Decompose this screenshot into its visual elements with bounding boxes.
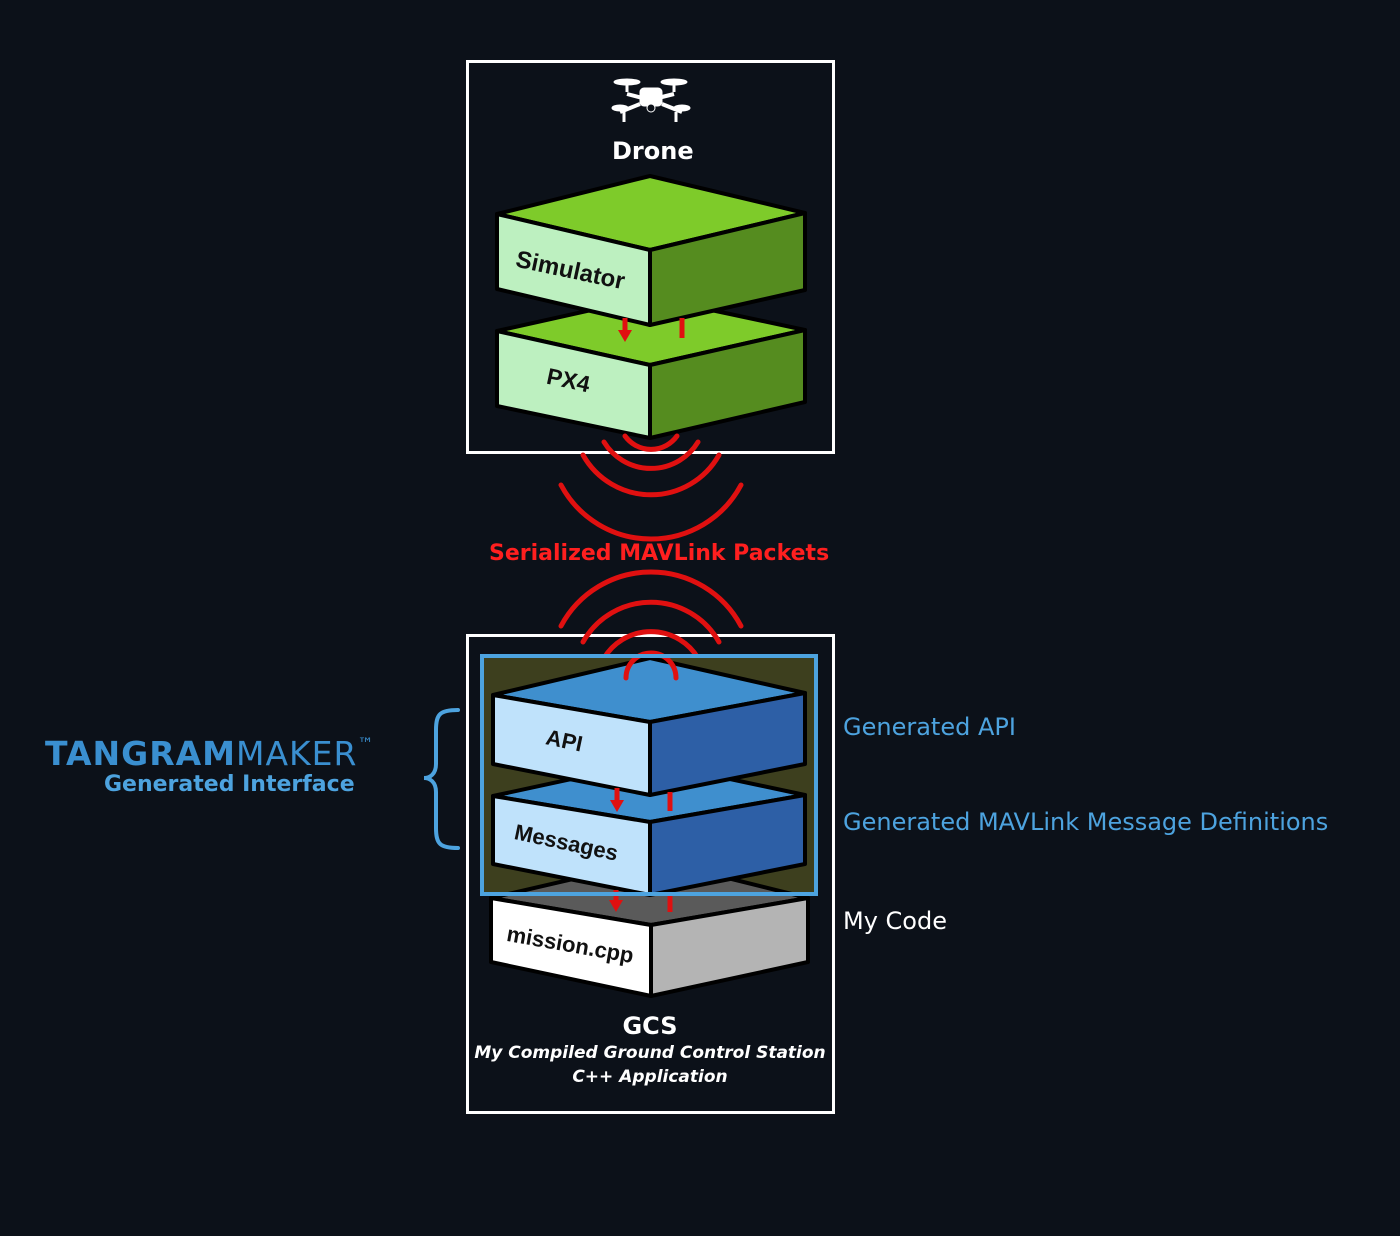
generated-api-label: Generated API (843, 713, 1016, 741)
gcs-frame (466, 634, 835, 1114)
gcs-subtitle-line1: My Compiled Ground Control Station (474, 1043, 826, 1063)
api-signal-wave (623, 650, 679, 681)
drone-layer-arrows (618, 318, 685, 342)
my-code-label: My Code (843, 907, 947, 935)
brand-name-light: MAKER (235, 734, 358, 773)
gcs-signal-waves (558, 569, 744, 661)
drone-signal-waves (558, 433, 744, 542)
api-block: API (491, 656, 807, 797)
drone-frame (466, 60, 835, 454)
brand-name-bold: TANGRAM (45, 734, 236, 773)
brand-subtitle: Generated Interface (104, 772, 355, 797)
curly-brace (423, 708, 460, 850)
generated-messages-label: Generated MAVLink Message Definitions (843, 808, 1329, 836)
gcs-title: GCS (622, 1012, 678, 1040)
generated-interface-highlight (480, 654, 818, 896)
gcs-subtitle-line2: C++ Application (572, 1067, 728, 1087)
mission-cpp-block: mission.cpp (489, 858, 810, 998)
mavlink-link-label: Serialized MAVLink Packets (489, 541, 830, 566)
tangrammaker-logo: TANGRAMMAKER™ (45, 734, 373, 773)
drone-icon (611, 78, 691, 122)
trademark-symbol: ™ (357, 734, 374, 753)
drone-title: Drone (612, 137, 694, 165)
simulator-block: Simulator (495, 174, 807, 327)
